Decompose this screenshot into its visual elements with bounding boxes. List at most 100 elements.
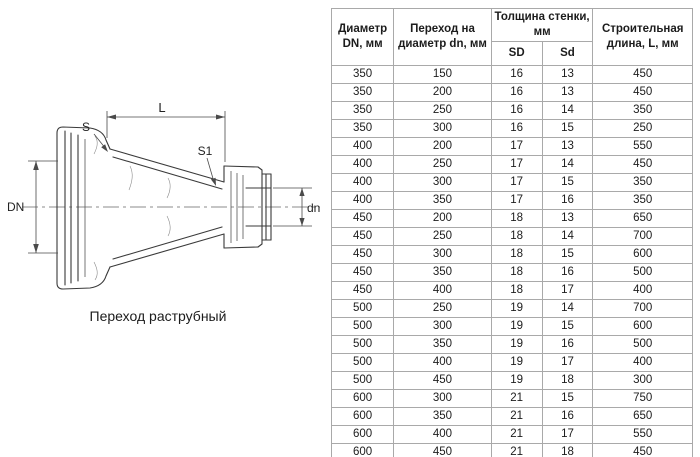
table-cell: 400 [330, 136, 395, 156]
header-diameter: Диаметр DN, мм [330, 8, 395, 66]
table-cell: 16 [541, 334, 594, 354]
table-cell: 18 [490, 280, 543, 300]
table-cell: 16 [490, 82, 543, 102]
table-cell: 400 [592, 352, 693, 372]
table-cell: 550 [592, 136, 693, 156]
table-cell: 450 [393, 442, 492, 457]
table-cell: 700 [592, 298, 693, 318]
table-cell: 600 [330, 406, 395, 426]
table-cell: 350 [393, 190, 492, 210]
header-length: Строительная длина, L, мм [592, 8, 693, 66]
table-cell: 18 [490, 208, 543, 228]
table-cell: 450 [330, 244, 395, 264]
table-cell: 150 [393, 64, 492, 84]
table-cell: 19 [490, 334, 543, 354]
table-cell: 350 [592, 172, 693, 192]
table-cell: 350 [393, 334, 492, 354]
table-cell: 500 [330, 352, 395, 372]
table-cell: 200 [393, 208, 492, 228]
table-cell: 13 [541, 208, 594, 228]
dimension-S-label: S [82, 120, 90, 134]
table-cell: 16 [490, 100, 543, 120]
reducer-drawing-svg: L S S1 DN [7, 100, 320, 324]
large-socket-outline [56, 126, 111, 290]
table-cell: 600 [330, 388, 395, 408]
table-cell: 350 [330, 100, 395, 120]
table-cell: 16 [541, 190, 594, 210]
table-cell: 18 [490, 244, 543, 264]
table-cell: 400 [330, 172, 395, 192]
table-cell: 350 [592, 100, 693, 120]
table-cell: 21 [490, 424, 543, 444]
table-cell: 750 [592, 388, 693, 408]
table-cell: 350 [592, 190, 693, 210]
table-cell: 450 [393, 370, 492, 390]
table-cell: 350 [330, 64, 395, 84]
table-cell: 17 [490, 172, 543, 192]
table-cell: 350 [393, 262, 492, 282]
header-wall-thickness: Толщина стенки, мм [490, 8, 594, 42]
table-cell: 450 [592, 154, 693, 174]
table-cell: 300 [393, 244, 492, 264]
table-cell: 16 [490, 64, 543, 84]
dimension-DN: DN [7, 160, 58, 254]
table-header: Диаметр DN, мм Переход на диаметр dn, мм… [330, 8, 693, 66]
table-cell: 14 [541, 226, 594, 246]
table-cell: 450 [592, 82, 693, 102]
table-cell: 300 [393, 388, 492, 408]
table-cell: 600 [592, 244, 693, 264]
table-cell: 450 [330, 280, 395, 300]
header-transition: Переход на диаметр dn, мм [393, 8, 492, 66]
table-cell: 400 [393, 352, 492, 372]
table-cell: 18 [490, 226, 543, 246]
table-cell: 300 [393, 118, 492, 138]
table-cell: 17 [541, 424, 594, 444]
table-cell: 300 [393, 316, 492, 336]
table-cell: 19 [490, 298, 543, 318]
table-cell: 500 [592, 334, 693, 354]
table-cell: 15 [541, 316, 594, 336]
table-cell: 450 [330, 208, 395, 228]
dimension-dn-label: dn [307, 201, 320, 215]
table-cell: 300 [592, 370, 693, 390]
table-cell: 19 [490, 352, 543, 372]
table-cell: 250 [592, 118, 693, 138]
table-cell: 17 [541, 352, 594, 372]
table-cell: 19 [490, 370, 543, 390]
dimension-dn: dn [273, 187, 320, 227]
table-cell: 400 [330, 154, 395, 174]
dimension-S: S [82, 120, 108, 152]
header-wall-Sd: Sd [541, 40, 594, 66]
dimension-L: L [106, 100, 226, 162]
table-cell: 250 [393, 226, 492, 246]
table-cell: 17 [490, 136, 543, 156]
table-cell: 650 [592, 406, 693, 426]
cone-body [109, 148, 225, 268]
table-cell: 350 [330, 118, 395, 138]
table-cell: 16 [541, 406, 594, 426]
table-cell: 13 [541, 82, 594, 102]
table-cell: 18 [490, 262, 543, 282]
table-wrap: Диаметр DN, мм Переход на диаметр dn, мм… [330, 8, 693, 457]
table-cell: 600 [330, 424, 395, 444]
table-cell: 400 [592, 280, 693, 300]
table-cell: 600 [330, 442, 395, 457]
dimension-DN-label: DN [7, 200, 24, 214]
table-cell: 500 [330, 316, 395, 336]
header-wall-SD: SD [490, 40, 543, 66]
dimension-S1: S1 [198, 144, 216, 186]
